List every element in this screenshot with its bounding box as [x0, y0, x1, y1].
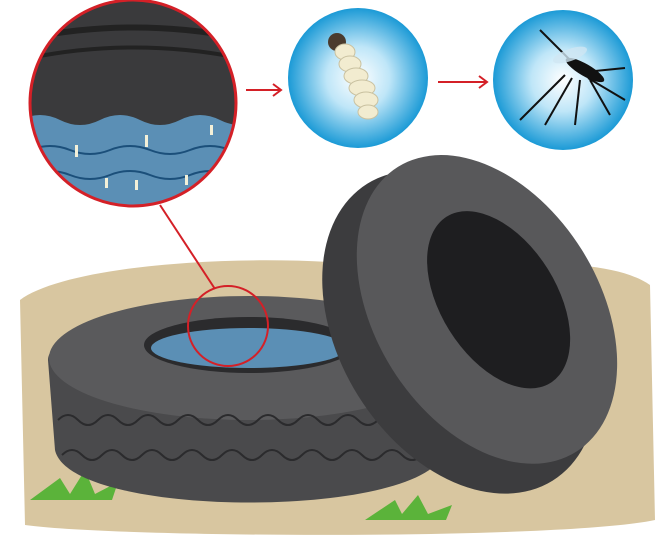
mosquito-circle	[493, 10, 633, 150]
highlight-ring	[187, 285, 269, 367]
arrow-icon	[246, 83, 283, 97]
larva-circle	[288, 8, 428, 148]
tire-water	[151, 328, 347, 368]
connector-line	[159, 204, 216, 290]
arrow-icon	[438, 75, 489, 89]
magnified-water-circle	[28, 0, 238, 208]
standing-tire	[322, 155, 618, 494]
grass-left	[30, 470, 118, 500]
grass-right	[365, 495, 452, 520]
